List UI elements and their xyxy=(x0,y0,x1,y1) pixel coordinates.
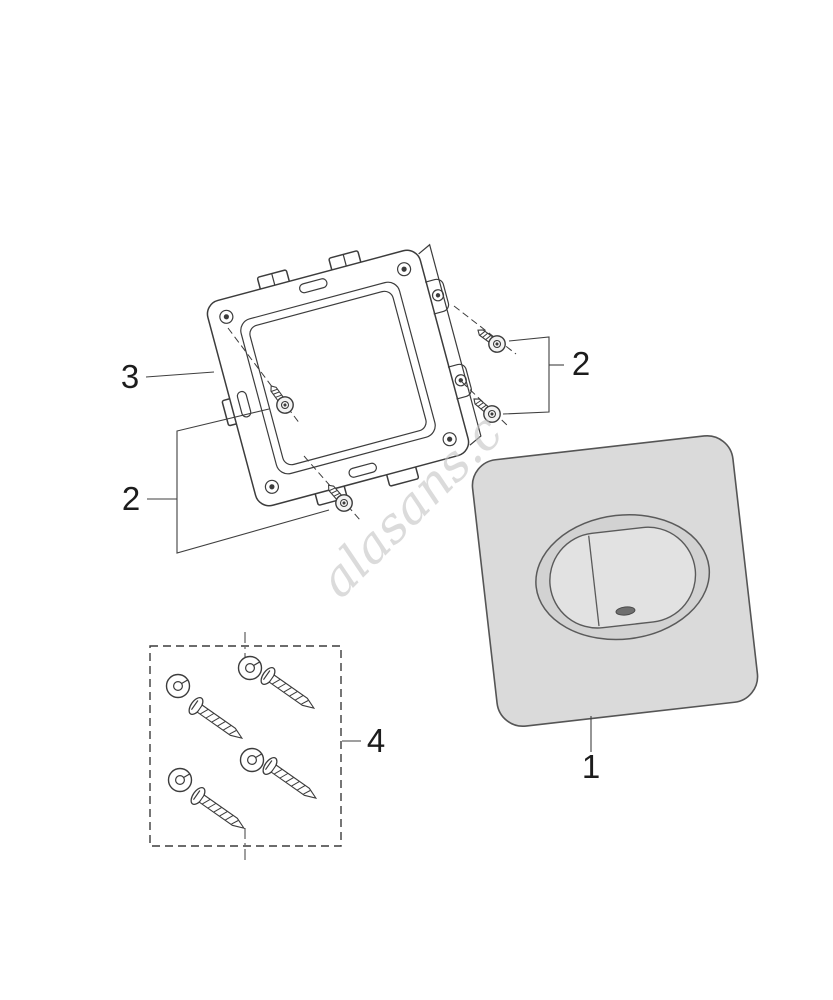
screw-pack-outline xyxy=(149,645,342,847)
flush-button-divider xyxy=(588,535,600,627)
frame-tab-notch xyxy=(271,273,276,286)
callout-label-plate: 1 xyxy=(582,748,600,785)
frame-depth-edge xyxy=(418,243,482,446)
frame-bracket-mid-right xyxy=(447,363,472,400)
washer xyxy=(239,747,265,773)
leader-line-frame xyxy=(145,371,215,378)
washer xyxy=(237,655,263,681)
frame-slot xyxy=(236,390,252,418)
wall-screw xyxy=(185,694,249,747)
flush-plate xyxy=(471,435,759,727)
leader-line-screws-right xyxy=(502,336,550,415)
frame-bracket-top-right xyxy=(425,278,450,315)
flush-button xyxy=(549,526,697,629)
callout-label-frame: 3 xyxy=(121,358,139,395)
wall-screw xyxy=(259,754,323,807)
frame-tab-notch xyxy=(342,254,347,267)
frame-slot xyxy=(299,278,328,294)
frame-opening-inner xyxy=(249,290,427,466)
fixing-screw xyxy=(472,322,510,357)
screw-axis-line xyxy=(453,305,517,355)
wall-screw xyxy=(187,784,251,837)
screw-pack xyxy=(149,632,342,860)
callout-label-screws-right: 2 xyxy=(572,345,590,382)
brand-logo-mark xyxy=(615,606,636,616)
frame-opening xyxy=(240,281,436,475)
callout-label-screws-left: 2 xyxy=(122,480,140,517)
callout-label-screw-pack: 4 xyxy=(367,722,385,759)
screw-axis-line xyxy=(303,455,361,521)
frame-slot xyxy=(348,462,377,478)
frame-corner-holes xyxy=(219,262,457,494)
leader-lines xyxy=(145,336,592,752)
washer xyxy=(167,767,193,793)
mounting-frame xyxy=(206,243,482,507)
frame-outer-edge xyxy=(206,249,470,507)
wall-screw xyxy=(257,664,321,717)
leader-line-screws-left xyxy=(176,408,330,554)
washer xyxy=(165,673,191,699)
